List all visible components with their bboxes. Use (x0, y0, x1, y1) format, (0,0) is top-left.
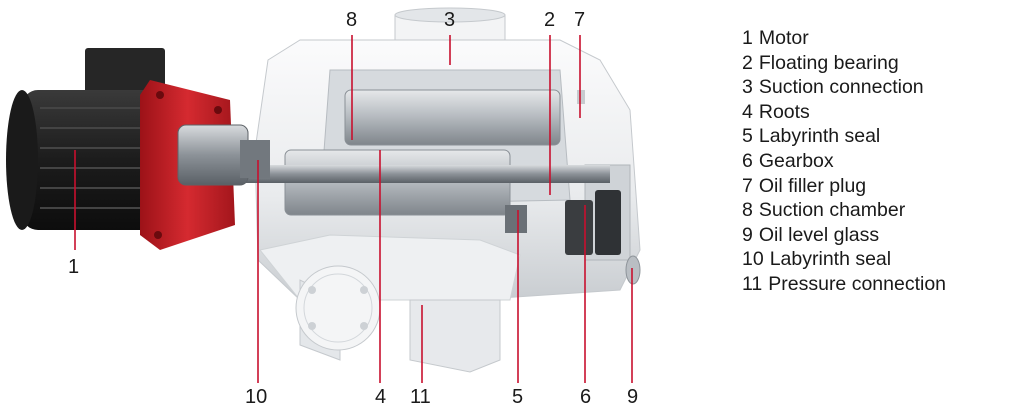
coupling (177, 124, 270, 186)
legend-label: Suction chamber (758, 199, 906, 222)
legend-number: 6 (742, 149, 753, 172)
legend-label: Gearbox (758, 149, 834, 172)
legend-label: Pressure connection (768, 272, 947, 295)
legend-number: 8 (742, 199, 753, 222)
labyrinth-seal-right (505, 205, 527, 233)
legend-label: Motor (758, 27, 809, 49)
blower-cutaway-diagram: 1 2 3 4 5 6 7 8 9 10 11 (6, 7, 641, 408)
callout-4: 4 (375, 386, 387, 408)
legend-number: 11 (742, 272, 763, 295)
callout-6: 6 (580, 386, 592, 408)
callout-7: 7 (574, 9, 586, 31)
legend-number: 3 (742, 76, 753, 99)
legend-label: Suction connection (758, 76, 924, 99)
callout-2: 2 (544, 9, 556, 31)
leader-lines (74, 35, 633, 383)
callout-11: 11 (410, 386, 431, 408)
callout-5: 5 (512, 386, 524, 408)
legend-number: 7 (742, 174, 753, 197)
legend-number: 4 (742, 100, 753, 123)
gear (565, 190, 621, 255)
legend-number: 9 (742, 223, 753, 246)
legend-label: Oil filler plug (758, 174, 867, 197)
legend-number: 5 (742, 125, 753, 148)
legend-label: Labyrinth seal (758, 125, 881, 148)
upper-rotor (344, 89, 561, 146)
drive-shaft (210, 165, 610, 183)
legend-label: Floating bearing (758, 51, 899, 74)
legend-number: 2 (742, 51, 753, 74)
motor (6, 48, 172, 230)
callout-10: 10 (245, 386, 268, 408)
legend-label: Oil level glass (758, 223, 880, 246)
blower-illustration (6, 7, 641, 383)
callout-3: 3 (444, 9, 456, 31)
legend-label: Labyrinth seal (769, 248, 892, 271)
callout-9: 9 (627, 386, 639, 408)
legend-label: Roots (758, 100, 810, 123)
callout-8: 8 (346, 9, 358, 31)
legend-number: 1 (742, 27, 753, 49)
legend-number: 10 (742, 248, 764, 271)
callout-1: 1 (68, 256, 80, 278)
